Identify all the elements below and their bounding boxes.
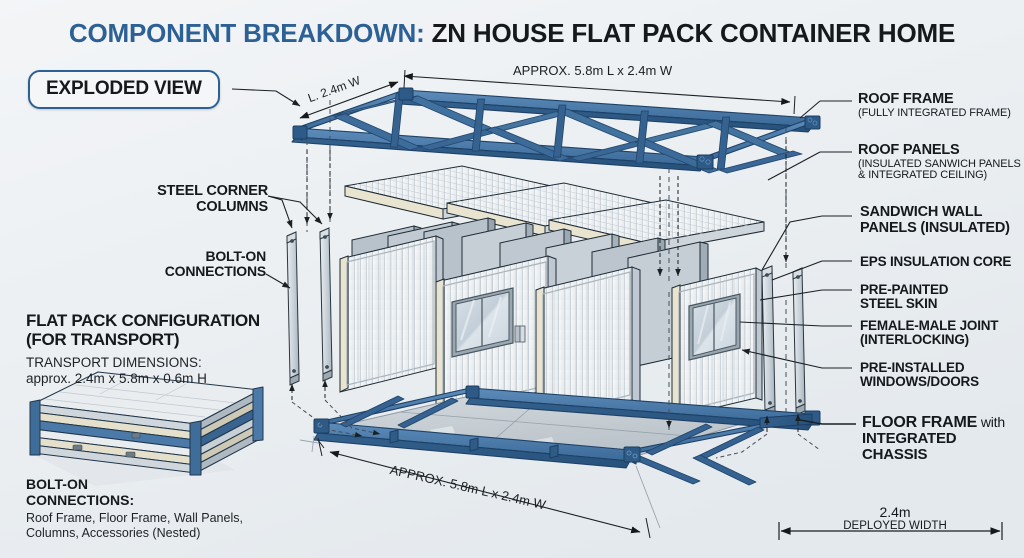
callout-columns-heading: STEEL CORNER	[157, 183, 268, 199]
pre-installed-window-end	[688, 293, 741, 361]
callout-floor-frame-heading: FLOOR FRAME with	[862, 414, 1024, 431]
flatpack-bolton-line1: BOLT-ON	[26, 476, 88, 492]
callout-windows-heading: PRE-INSTALLED	[860, 360, 965, 375]
callout-steel-skin-heading: PRE-PAINTED	[860, 282, 949, 297]
callout-roof-panels-heading: ROOF PANELS	[858, 142, 960, 158]
female-male-joint-detail	[514, 325, 526, 343]
column-2	[319, 227, 333, 382]
callout-bolton-heading2: CONNECTIONS	[164, 262, 266, 279]
callout-pre-painted-steel-skin[interactable]: PRE-PAINTED STEEL SKIN	[860, 282, 949, 312]
callout-floor-frame[interactable]: FLOOR FRAME with INTEGRATED CHASSIS	[862, 414, 1024, 463]
flatpack-list-line1: Roof Frame, Floor Frame, Wall Panels,	[26, 511, 243, 525]
flatpack-dim-label: TRANSPORT DIMENSIONS:	[26, 355, 202, 370]
dimension-deployed-width: 2.4m DEPLOYED WIDTH	[830, 504, 960, 533]
callout-bolton-heading: BOLT-ON	[205, 248, 266, 264]
wall-panel-end-window	[671, 267, 763, 419]
callout-sandwich-wall-heading: SANDWICH WALL	[860, 204, 983, 220]
flatpack-component-list: Roof Frame, Floor Frame, Wall Panels, Co…	[26, 511, 243, 541]
flatpack-dim-value: approx. 2.4m x 5.8m x 0.6m H	[26, 370, 207, 386]
callout-windows-heading2: WINDOWS/DOORS	[860, 374, 979, 390]
callout-roof-panels-sub2: & INTEGRATED CEILING)	[858, 169, 988, 182]
roof-panels	[344, 165, 765, 254]
flatpack-title-line2: (FOR TRANSPORT)	[26, 330, 180, 350]
callout-roof-panels-sub: (INSULATED SANWICH PANELS	[858, 157, 1021, 170]
callout-bolt-on-connections[interactable]: BOLT-ON CONNECTIONS	[30, 249, 266, 279]
callout-eps-heading: EPS INSULATION CORE	[860, 254, 1012, 269]
flatpack-title-line1: FLAT PACK CONFIGURATION	[26, 311, 260, 330]
title-part-1: COMPONENT BREAKDOWN:	[68, 18, 425, 48]
column-3	[761, 265, 776, 418]
callout-floor-frame-heading-thin: with	[977, 414, 1005, 430]
flatpack-list-line2: Columns, Accessories (Nested)	[26, 526, 201, 540]
callout-steel-corner-columns[interactable]: STEEL CORNER COLUMNS	[30, 183, 268, 215]
flatpack-bolton-title: BOLT-ON CONNECTIONS:	[26, 476, 135, 508]
callout-sandwich-wall-heading2: PANELS (INSULATED)	[860, 219, 1010, 236]
pre-installed-window	[451, 287, 514, 358]
callout-roof-panels[interactable]: ROOF PANELS (INSULATED SANWICH PANELS & …	[858, 142, 1021, 182]
deployed-width-label: DEPLOYED WIDTH	[843, 520, 947, 533]
callout-roof-frame[interactable]: ROOF FRAME (FULLY INTEGRATED FRAME)	[858, 91, 1011, 119]
callout-eps-insulation-core[interactable]: EPS INSULATION CORE	[860, 254, 1012, 269]
page-title: COMPONENT BREAKDOWN: ZN HOUSE FLAT PACK …	[0, 18, 1024, 49]
callout-joint-heading: FEMALE-MALE JOINT	[860, 318, 999, 333]
callout-floor-frame-heading2: INTEGRATED CHASSIS	[862, 430, 957, 464]
callout-female-male-joint[interactable]: FEMALE-MALE JOINT (INTERLOCKING)	[860, 318, 999, 348]
wall-panel-front-plain-2	[535, 266, 641, 425]
leader-lines	[231, 88, 856, 425]
callout-roof-frame-sub: (FULLY INTEGRATED FRAME)	[858, 106, 1011, 119]
steel-corner-columns-right	[761, 265, 806, 418]
title-part-2: ZN HOUSE FLAT PACK CONTAINER HOME	[431, 18, 956, 48]
wall-panel-front-plain	[339, 235, 444, 393]
deployed-width-value: 2.4m	[879, 504, 911, 520]
dimension-roof-length: APPROX. 5.8m L x 2.4m W	[513, 63, 673, 78]
callout-joint-heading2: (INTERLOCKING)	[860, 332, 969, 348]
callout-sandwich-wall-panels[interactable]: SANDWICH WALL PANELS (INSULATED)	[860, 204, 1010, 236]
column-1	[286, 231, 300, 386]
dimension-lines	[289, 69, 1003, 540]
sandwich-wall-panels	[339, 217, 763, 425]
callout-floor-frame-heading-text: FLOOR FRAME	[862, 414, 978, 431]
callout-columns-heading2: COLUMNS	[196, 198, 268, 215]
callout-roof-frame-heading: ROOF FRAME	[858, 91, 954, 107]
flatpack-bolton-line2: CONNECTIONS:	[26, 491, 135, 508]
steel-corner-columns-left	[286, 227, 333, 386]
callout-pre-installed-windows-doors[interactable]: PRE-INSTALLED WINDOWS/DOORS	[860, 360, 979, 390]
flatpack-title: FLAT PACK CONFIGURATION (FOR TRANSPORT)	[26, 311, 260, 349]
callout-steel-skin-heading2: STEEL SKIN	[860, 296, 938, 312]
flatpack-dimensions: TRANSPORT DIMENSIONS: approx. 2.4m x 5.8…	[26, 355, 207, 387]
exploded-view-badge[interactable]: EXPLODED VIEW	[28, 70, 220, 109]
